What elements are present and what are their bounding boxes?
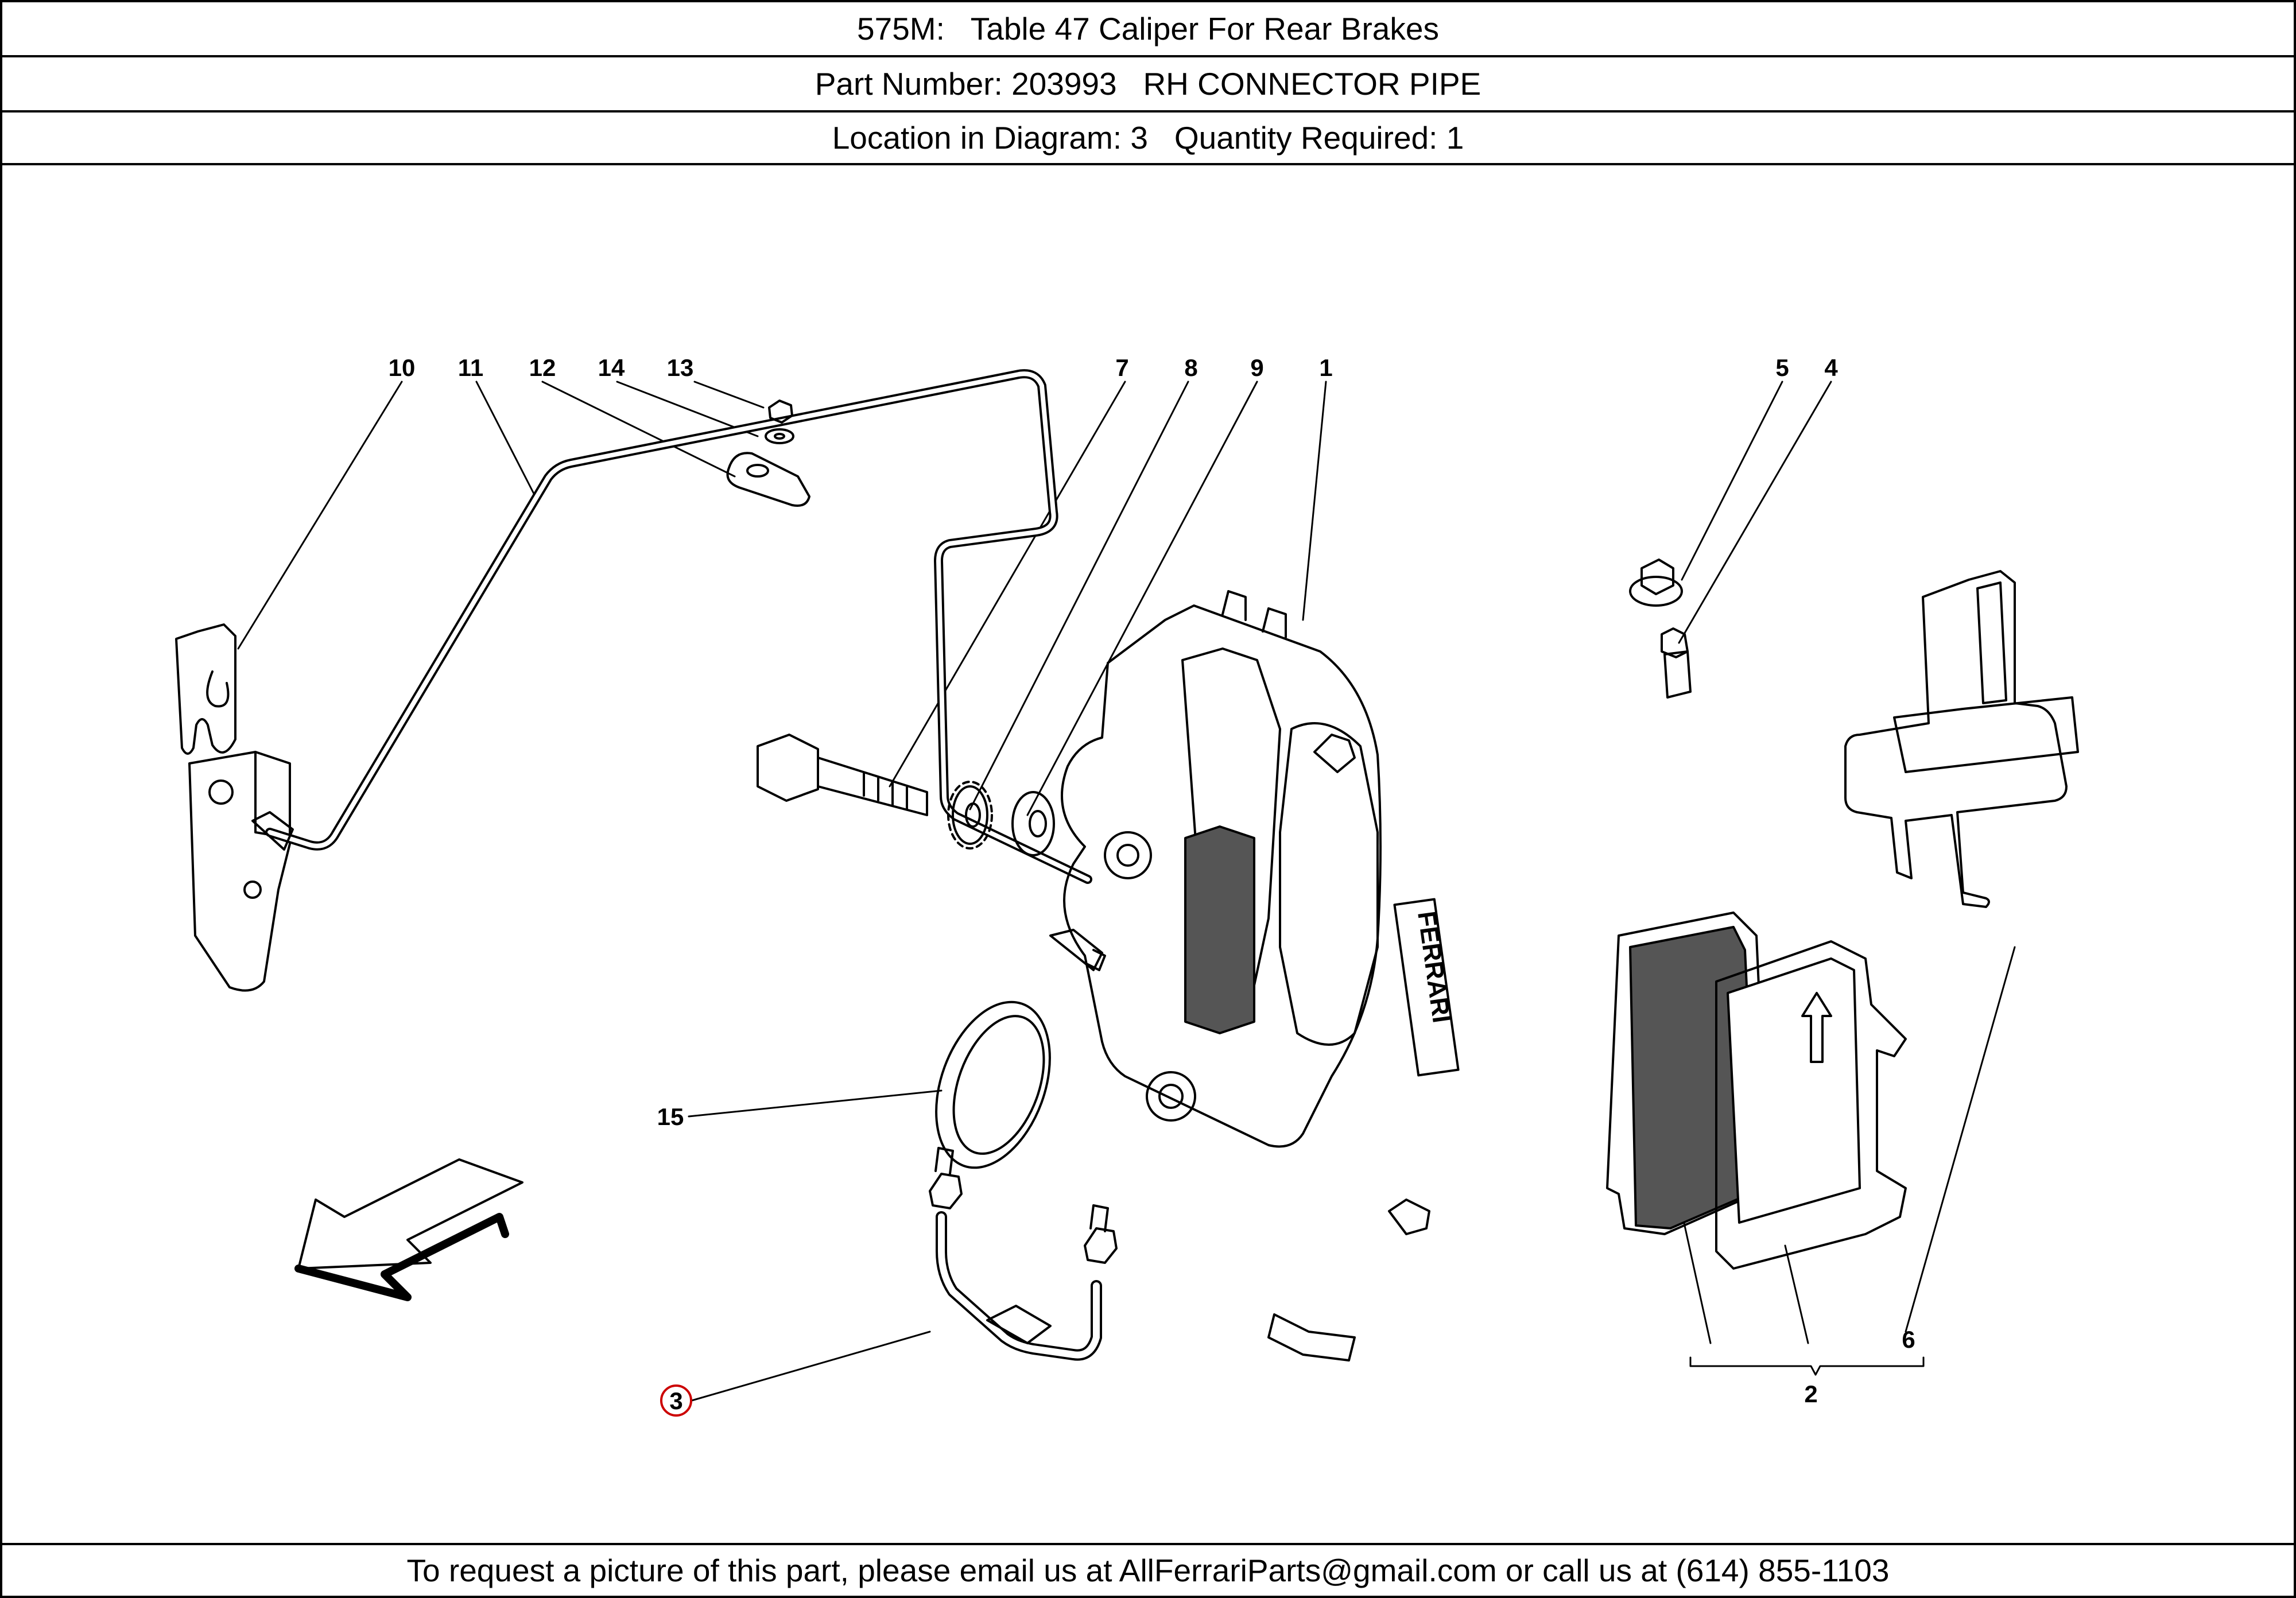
callout-12: 12 [529,354,556,381]
callout-4: 4 [1824,354,1838,381]
callout-8: 8 [1184,354,1197,381]
direction-arrow [294,1158,523,1301]
callout-6: 6 [1902,1326,1915,1353]
page-title: 575M: Table 47 Caliper For Rear Brakes [1,0,2295,55]
connector-pipe-part-3 [929,1147,1118,1361]
bolt-part-7 [757,734,928,816]
callout-10: 10 [389,354,416,381]
leader-lines [237,381,2016,1402]
right-border [2294,0,2296,1598]
callout-1: 1 [1319,354,1332,381]
callout-7: 7 [1115,354,1128,381]
caliper-part-1: FERRARI [1061,590,1460,1362]
mounting-bracket [188,751,291,992]
callout-2: 2 [1804,1380,1817,1407]
callout-11: 11 [458,354,483,381]
caliper-logo: FERRARI [1412,910,1456,1025]
piston-seal-part-15 [935,1000,1051,1169]
callout-9: 9 [1250,354,1263,381]
contact-footer: To request a picture of this part, pleas… [1,1543,2295,1598]
callout-13: 13 [667,354,694,381]
callout-15: 15 [657,1103,684,1130]
brake-pads-part-2 [1606,912,1907,1270]
anti-rattle-spring-part-6 [1844,570,2079,908]
callout-14: 14 [598,354,625,381]
left-border [0,0,2,1598]
clip-part-10 [175,623,236,755]
pipe-clamp-parts-12-14 [726,400,810,507]
bleed-screw-part-4 [1661,627,1692,699]
part-number: Part Number: 203993 RH CONNECTOR PIPE [1,55,2295,110]
callout-3: 3 [669,1387,682,1414]
location-quantity: Location in Diagram: 3 Quantity Required… [1,110,2295,165]
bleed-cap-part-5 [1629,558,1683,607]
callout-labels: 10 11 12 14 13 7 8 9 1 5 4 15 3 6 2 [389,354,1915,1417]
parts-diagram: FERRARI [175,354,2079,1417]
flat-washer-part-9 [1011,791,1055,856]
lock-washer-part-8 [947,781,993,850]
callout-5: 5 [1775,354,1789,381]
brake-pipe-part-11 [251,369,1106,971]
highlight-circle [660,1384,692,1417]
